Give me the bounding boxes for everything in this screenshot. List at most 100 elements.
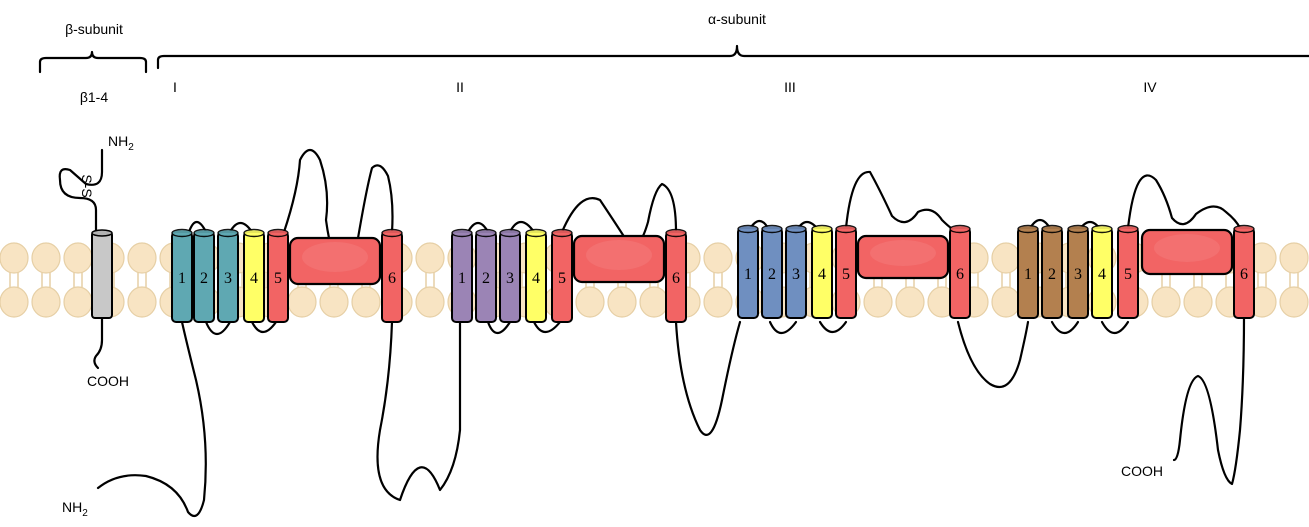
lipid-head [31, 286, 61, 318]
lipid-head [703, 286, 733, 318]
domain-II-segment-3: 3 [499, 228, 521, 323]
domain-I-segment-1: 1 [171, 228, 193, 323]
segment-number: 6 [1240, 266, 1248, 283]
alpha-subunit-bracket [156, 44, 1309, 70]
helix-cap [381, 228, 403, 238]
domain-I-segment-4: 4 [243, 228, 265, 323]
lipid-head [607, 286, 637, 318]
segment-number: 6 [956, 266, 964, 283]
segment-number: 3 [224, 270, 232, 287]
domain-numeral-4: IV [1143, 79, 1157, 95]
segment-number: 5 [274, 270, 282, 287]
segment-number: 2 [1048, 266, 1056, 283]
domain-IV-segment-1: 1 [1017, 224, 1039, 319]
helix-cap [665, 228, 687, 238]
segment-number: 5 [1124, 266, 1132, 283]
domain-II-segment-2: 2 [475, 228, 497, 323]
segment-number: 5 [558, 270, 566, 287]
segment-number: 4 [250, 270, 258, 287]
domain-I-segment-2: 2 [193, 228, 215, 323]
segment-number: 6 [672, 270, 680, 287]
segment-number: 3 [792, 266, 800, 283]
helix-cap [267, 228, 289, 238]
lipid-head [31, 242, 61, 274]
lipid-head [895, 286, 925, 318]
domain-I-segment-5: 5 [267, 228, 289, 323]
alpha-nh2-label: NH2 [62, 499, 88, 519]
domain-numeral-1: I [173, 79, 177, 95]
beta-type-label: β1-4 [80, 89, 109, 105]
lipid-head [1151, 286, 1181, 318]
lipid-head [415, 286, 445, 318]
helix-cap [1067, 224, 1089, 234]
domain-II-segment-1: 1 [451, 228, 473, 323]
domain-IV-segment-4: 4 [1091, 224, 1113, 319]
beta-transmembrane-helix [91, 231, 113, 319]
pore-loop-shading [870, 240, 936, 266]
lipid-head [991, 286, 1021, 318]
domain-III-segment-5: 5 [835, 224, 857, 319]
pore-loop-shading [302, 242, 368, 272]
helix-cap [811, 224, 833, 234]
helix-cap [475, 228, 497, 238]
beta-subunit-bracket [38, 50, 148, 74]
helix-cap [949, 224, 971, 234]
pore-loop-shading [586, 240, 652, 270]
helix-cap [525, 228, 547, 238]
helix-cap [785, 224, 807, 234]
lipid-head [0, 286, 29, 318]
beta-nh2-label: NH2 [108, 133, 134, 153]
beta-subunit [58, 148, 113, 370]
lipid-head [575, 286, 605, 318]
domain-II-segment-6: 6 [665, 228, 687, 323]
domain-III-segment-6: 6 [949, 224, 971, 319]
lipid-head [639, 286, 669, 318]
helix-cap [737, 224, 759, 234]
lipid-head [1183, 286, 1213, 318]
domain-III-segment-2: 2 [761, 224, 783, 319]
segment-number: 4 [532, 270, 540, 287]
domain-numeral-2: II [456, 79, 464, 95]
lipid-head [991, 242, 1021, 274]
helix-cap [1041, 224, 1063, 234]
segment-number: 2 [768, 266, 776, 283]
helix-cap [499, 228, 521, 238]
helix-cap [1017, 224, 1039, 234]
helix-cap [835, 224, 857, 234]
lipid-head [0, 242, 29, 274]
pore-loop-shading [1154, 234, 1220, 262]
helix-cap [551, 228, 573, 238]
helix-cap [1233, 224, 1255, 234]
helix-cap [193, 228, 215, 238]
lipid-head [415, 242, 445, 274]
lipid-head [863, 286, 893, 318]
segment-number: 4 [1098, 266, 1106, 283]
domain-IV-segment-3: 3 [1067, 224, 1089, 319]
domain-IV-segment-2: 2 [1041, 224, 1063, 319]
helix-cap [217, 228, 239, 238]
helix-cap [1117, 224, 1139, 234]
segment-number: 3 [506, 270, 514, 287]
alpha-subunit-label: α-subunit [708, 11, 766, 27]
helix-cap [1091, 224, 1113, 234]
domain-III-segment-1: 1 [737, 224, 759, 319]
segment-number: 2 [482, 270, 490, 287]
beta-subunit-label: β-subunit [65, 21, 123, 37]
lipid-head [351, 286, 381, 318]
segment-number: 1 [458, 270, 466, 287]
lipid-head [319, 286, 349, 318]
domain-IV-segment-5: 5 [1117, 224, 1139, 319]
lipid-head [1279, 286, 1309, 318]
helix-cap [171, 228, 193, 238]
lipid-head [703, 242, 733, 274]
lipid-head [127, 242, 157, 274]
segment-number: 4 [818, 266, 826, 283]
alpha-loops [96, 148, 1246, 518]
segment-number: 5 [842, 266, 850, 283]
